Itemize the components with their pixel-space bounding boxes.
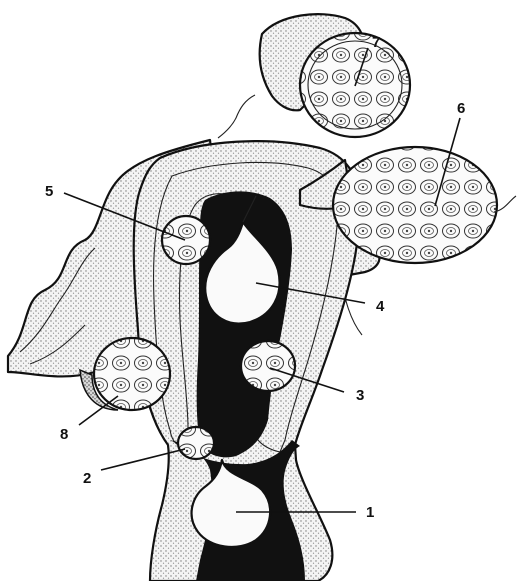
fibroid-8 — [94, 338, 170, 410]
label-7: 7 — [372, 34, 380, 51]
label-8: 8 — [60, 426, 68, 443]
label-1: 1 — [366, 504, 374, 521]
fibroid-2 — [178, 427, 214, 459]
fibroid-3 — [241, 341, 295, 391]
label-6: 6 — [457, 100, 465, 117]
label-4: 4 — [376, 298, 385, 315]
label-3: 3 — [356, 387, 364, 404]
label-5: 5 — [45, 183, 53, 200]
label-2: 2 — [83, 470, 91, 487]
fibroid-6 — [333, 147, 497, 263]
fibroid-5 — [162, 216, 210, 264]
